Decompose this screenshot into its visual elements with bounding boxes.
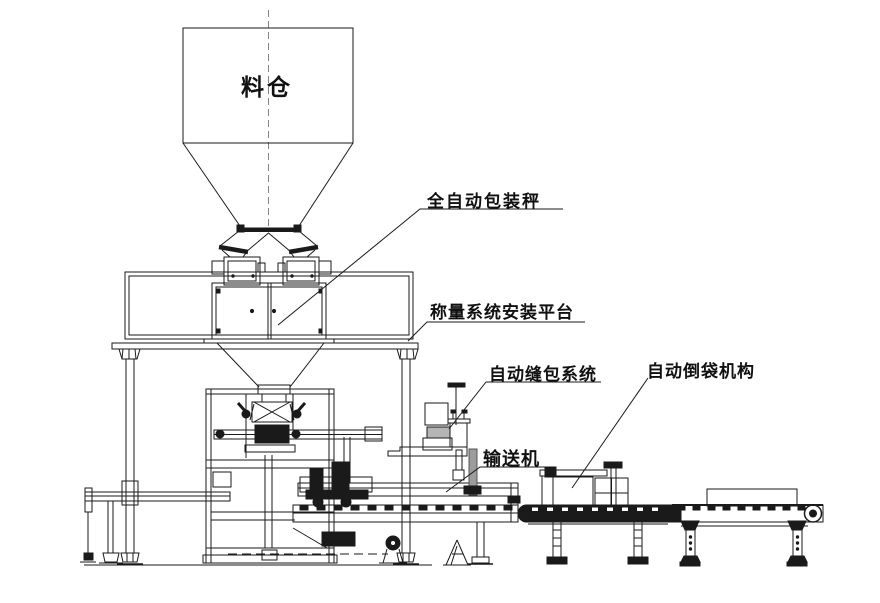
weighing-platform: [125, 272, 413, 339]
leader-sewing: [449, 382, 601, 429]
leader-platform: [408, 322, 585, 341]
silo-label: 料仓: [241, 74, 293, 100]
silo: [183, 10, 353, 232]
scale-cabinet: [204, 283, 334, 343]
belt-cleats: [300, 506, 512, 510]
conveyor-label: 输送机: [483, 449, 540, 469]
sewing-system-label: 自动缝包系统: [489, 365, 597, 384]
a-frame-stand: [443, 540, 471, 565]
silo-body: [183, 28, 353, 143]
leader-packing-scale: [278, 209, 563, 325]
belt-cleats: [678, 506, 805, 510]
weigh-hoppers: [212, 257, 331, 285]
base-lines: [84, 554, 432, 565]
bag-hang-rail: [80, 481, 230, 563]
bag-seat-mechanism: [300, 462, 407, 563]
discharge-funnel-bag-clamp: [214, 343, 382, 452]
sewing-bracket-shelf: [388, 447, 467, 456]
takeaway-conveyor: [672, 489, 823, 566]
belt-pulley: [805, 505, 822, 522]
bag-dump-mechanism: [518, 462, 673, 564]
silo-outlet-flange: [237, 228, 301, 232]
platform-label: 称量系统安装平台: [430, 303, 574, 322]
bag-on-belt: [707, 489, 797, 506]
leader-lines: [278, 209, 648, 492]
bag-dump-label: 自动倒袋机构: [647, 362, 755, 381]
packing-scale-label: 全自动包装秤: [427, 192, 541, 211]
leader-bag-dump: [572, 378, 648, 488]
flow-splitter: [219, 231, 318, 257]
leader-conveyor: [446, 467, 548, 492]
